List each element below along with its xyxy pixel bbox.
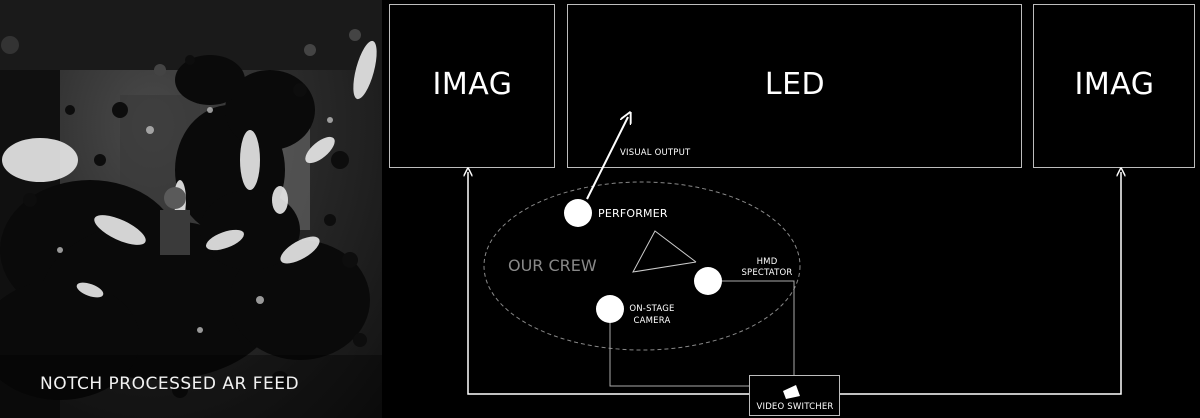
hmd-spectator-node — [694, 267, 722, 295]
crew-triangle — [632, 230, 697, 273]
imag-screen-left — [389, 4, 555, 168]
led-screen — [567, 4, 1022, 168]
visual-output-arrow — [586, 117, 628, 200]
camera-to-switcher-line — [609, 323, 749, 387]
ar-feed-image — [0, 0, 382, 418]
spectator-label: SPECTATOR — [741, 268, 793, 278]
visual-output-label: VISUAL OUTPUT — [620, 148, 691, 158]
camera-label: CAMERA — [633, 316, 671, 326]
led-label: LED — [764, 67, 826, 102]
switcher-to-imag-left — [468, 172, 749, 395]
on-stage-label: ON-STAGE — [629, 304, 675, 314]
imag-right-label: IMAG — [1074, 67, 1155, 102]
ar-feed-photo: NOTCH PROCESSED AR FEED — [0, 0, 382, 418]
imag-left-label: IMAG — [432, 67, 513, 102]
diagram-lines — [389, 4, 1195, 416]
hmd-to-switcher-line — [722, 280, 795, 376]
ar-feed-caption: NOTCH PROCESSED AR FEED — [40, 374, 300, 394]
imag-screen-right — [1033, 4, 1195, 168]
switcher-icon — [783, 385, 800, 399]
performer-node — [564, 199, 592, 227]
hmd-label: HMD — [756, 257, 778, 267]
video-switcher-box — [749, 375, 840, 416]
performer-label: PERFORMER — [598, 207, 668, 220]
switcher-to-imag-right — [840, 172, 1121, 395]
our-crew-label: OUR CREW — [508, 256, 597, 275]
video-switcher-label: VIDEO SWITCHER — [756, 402, 834, 412]
crew-ellipse — [483, 181, 801, 351]
signal-flow-diagram: IMAG LED IMAG VISUAL OUTPUT OUR CREW PER… — [382, 0, 1200, 418]
on-stage-camera-node — [596, 295, 624, 323]
